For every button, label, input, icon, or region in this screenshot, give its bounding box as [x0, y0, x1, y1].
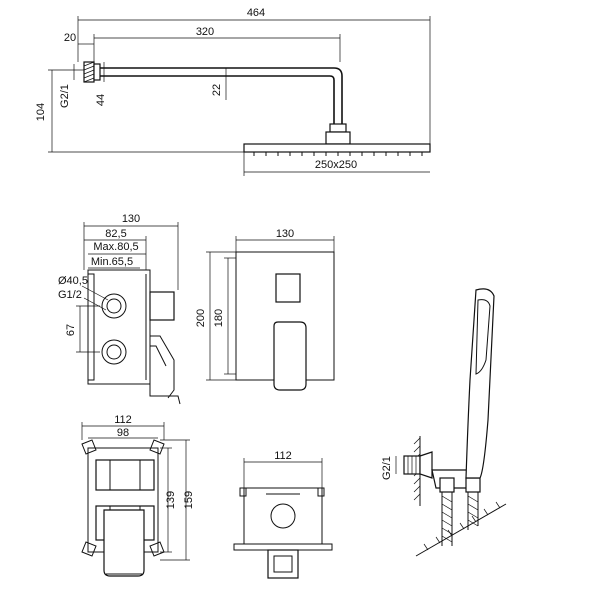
dim-44: 44: [95, 94, 107, 106]
hose-left: [441, 492, 453, 546]
dim-22: 22: [211, 84, 223, 96]
dim-g21-hand: G2/1: [381, 456, 393, 480]
valve-side-view: 130 82,5 Max.80,5 Min.65,5 Ø40,5 G1/2: [58, 213, 181, 405]
dim-320: 320: [196, 26, 214, 38]
dim-g21-arm: G2/1: [59, 84, 71, 108]
dim-180: 180: [213, 309, 225, 327]
floor-hatch: [423, 501, 501, 551]
valve-front-view: 130 200 180: [195, 228, 335, 391]
hose-right: [467, 492, 479, 530]
dim-200: 200: [195, 309, 207, 327]
dim-82-5: 82,5: [105, 228, 126, 240]
dim-104: 104: [35, 103, 47, 121]
hand-shower-view: G2/1: [381, 288, 507, 557]
shower-arm-view: 464 320 20: [35, 7, 431, 176]
dim-464: 464: [247, 7, 265, 19]
dim-98: 98: [117, 427, 129, 439]
dim-min: Min.65,5: [91, 256, 133, 268]
shower-head-nozzles: [253, 152, 423, 156]
dim-139: 139: [165, 491, 177, 509]
dim-130-front: 130: [276, 228, 294, 240]
dim-max: Max.80,5: [93, 241, 138, 253]
dim-159: 159: [183, 491, 195, 509]
dim-112-back: 112: [114, 414, 132, 426]
valve-back-view: 112 98 139 159: [81, 414, 195, 577]
dim-dia-40-5: Ø40,5: [58, 275, 88, 287]
dim-112-bottom: 112: [274, 450, 292, 462]
dim-67: 67: [65, 324, 77, 336]
dim-20: 20: [64, 32, 76, 44]
valve-bottom-view: 112: [233, 450, 333, 579]
dim-130-side: 130: [122, 213, 140, 225]
dim-g1-2: G1/2: [58, 289, 82, 301]
dim-250x250: 250x250: [315, 159, 357, 171]
